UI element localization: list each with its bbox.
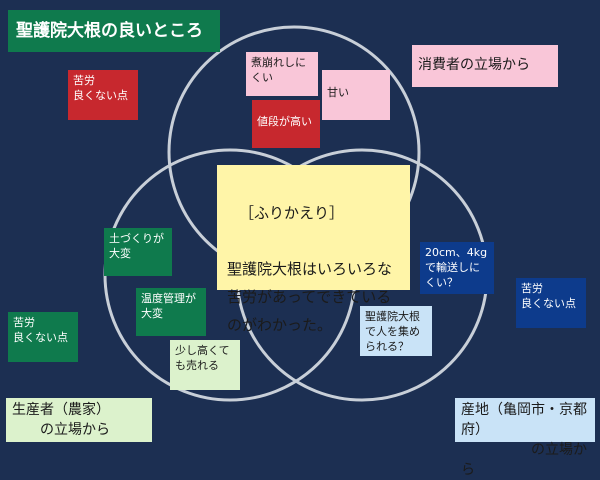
- producer-sell-high-note: 少し高くて も売れる: [170, 340, 240, 390]
- region-label: 産地（亀岡市・京都府） の立場から: [455, 398, 595, 478]
- producer-bad-note: 苦労 良くない点: [8, 312, 78, 362]
- region-gather-note: 聖護院大根 で人を集め られる？: [360, 306, 432, 356]
- consumer-crumble-note: 煮崩れしに くい: [246, 52, 318, 96]
- reflection-body: 聖護院大根はいろいろな苦労があってできているのがわかった。: [227, 260, 393, 334]
- reflection-heading: ［ふりかえり］: [239, 204, 345, 222]
- consumer-sweet-note: 甘い: [322, 70, 390, 120]
- producer-label: 生産者（農家） の立場から: [6, 398, 152, 442]
- region-bad-note: 苦労 良くない点: [516, 278, 586, 328]
- producer-soil-note: 土づくりが 大変: [104, 228, 172, 276]
- reflection-box: ［ふりかえり］ 聖護院大根はいろいろな苦労があってできているのがわかった。: [217, 165, 410, 334]
- page-title: 聖護院大根の良いところ: [8, 10, 220, 52]
- consumer-label: 消費者の立場から: [412, 45, 558, 87]
- producer-temperature-note: 温度管理が 大変: [136, 288, 206, 336]
- consumer-bad-note: 苦労 良くない点: [68, 70, 138, 120]
- consumer-expensive-note: 値段が高い: [252, 100, 320, 148]
- region-shipping-note: 20cm、4kg で輸送しに くい？: [420, 242, 494, 294]
